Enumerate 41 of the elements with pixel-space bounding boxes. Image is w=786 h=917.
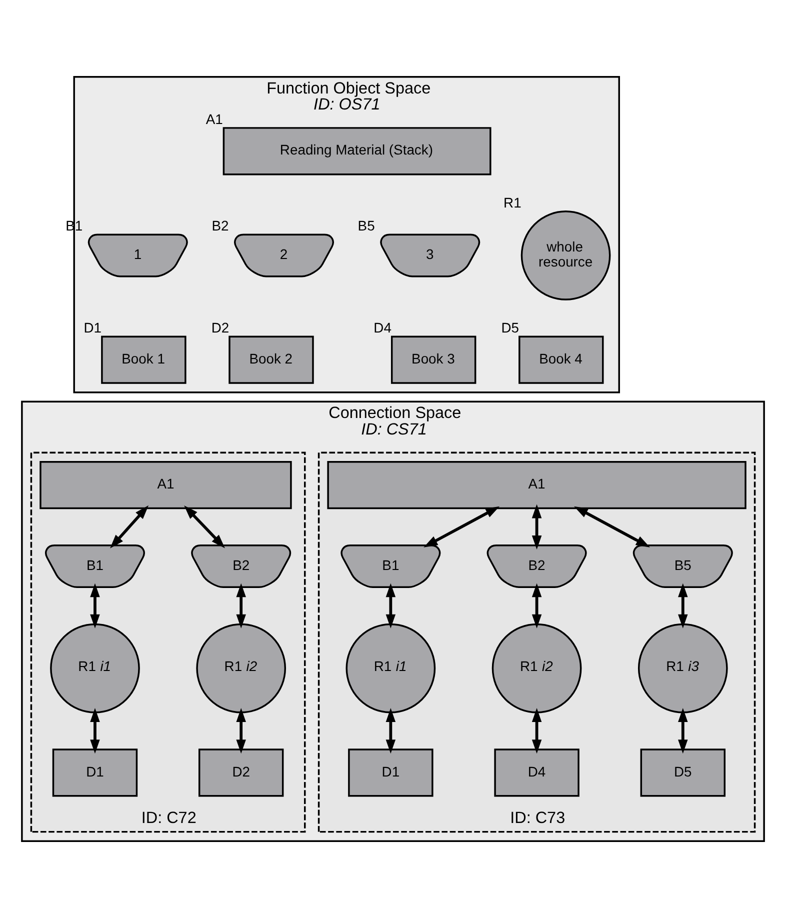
arrow	[110, 504, 149, 548]
node-box: Book 3	[390, 335, 476, 384]
node-box: D1	[52, 748, 138, 796]
node-label: A1	[206, 110, 223, 126]
arrow	[574, 506, 650, 547]
arrow	[386, 582, 396, 628]
arrow	[424, 506, 500, 547]
node-label: B2	[212, 217, 229, 234]
node-box: Book 2	[228, 335, 314, 384]
node-box: A1	[327, 460, 746, 509]
arrow	[532, 708, 542, 754]
arrow	[678, 582, 688, 628]
node-label: R1	[504, 194, 522, 210]
node-circle: whole resource	[520, 210, 611, 300]
arrow	[386, 708, 396, 754]
arrow	[678, 708, 688, 754]
node-box: D1	[348, 748, 434, 796]
node-label: D2	[211, 319, 230, 336]
arrow	[532, 582, 542, 628]
node-box: Book 1	[101, 335, 186, 384]
node-label: B5	[358, 217, 375, 234]
node-circle: R1 i3	[638, 622, 728, 713]
node-label: D5	[501, 319, 520, 336]
node-label: D1	[84, 319, 102, 336]
node-box: D4	[494, 748, 580, 796]
node-box: D2	[198, 748, 284, 796]
arrow	[90, 582, 100, 628]
node-label: D4	[374, 319, 392, 336]
node-box: D5	[640, 748, 726, 796]
node-box: A1	[40, 460, 292, 509]
node-circle: R1 i1	[50, 622, 140, 713]
node-box: Book 4	[518, 335, 604, 384]
arrow	[184, 504, 225, 548]
node-circle: R1 i1	[346, 622, 436, 713]
arrow	[236, 708, 246, 754]
node-circle: R1 i2	[492, 622, 582, 713]
node-circle: R1 i2	[196, 622, 286, 713]
node-box: Reading Material (Stack)	[222, 126, 492, 175]
arrow	[90, 708, 100, 754]
arrow	[236, 582, 246, 628]
arrow	[532, 504, 542, 549]
